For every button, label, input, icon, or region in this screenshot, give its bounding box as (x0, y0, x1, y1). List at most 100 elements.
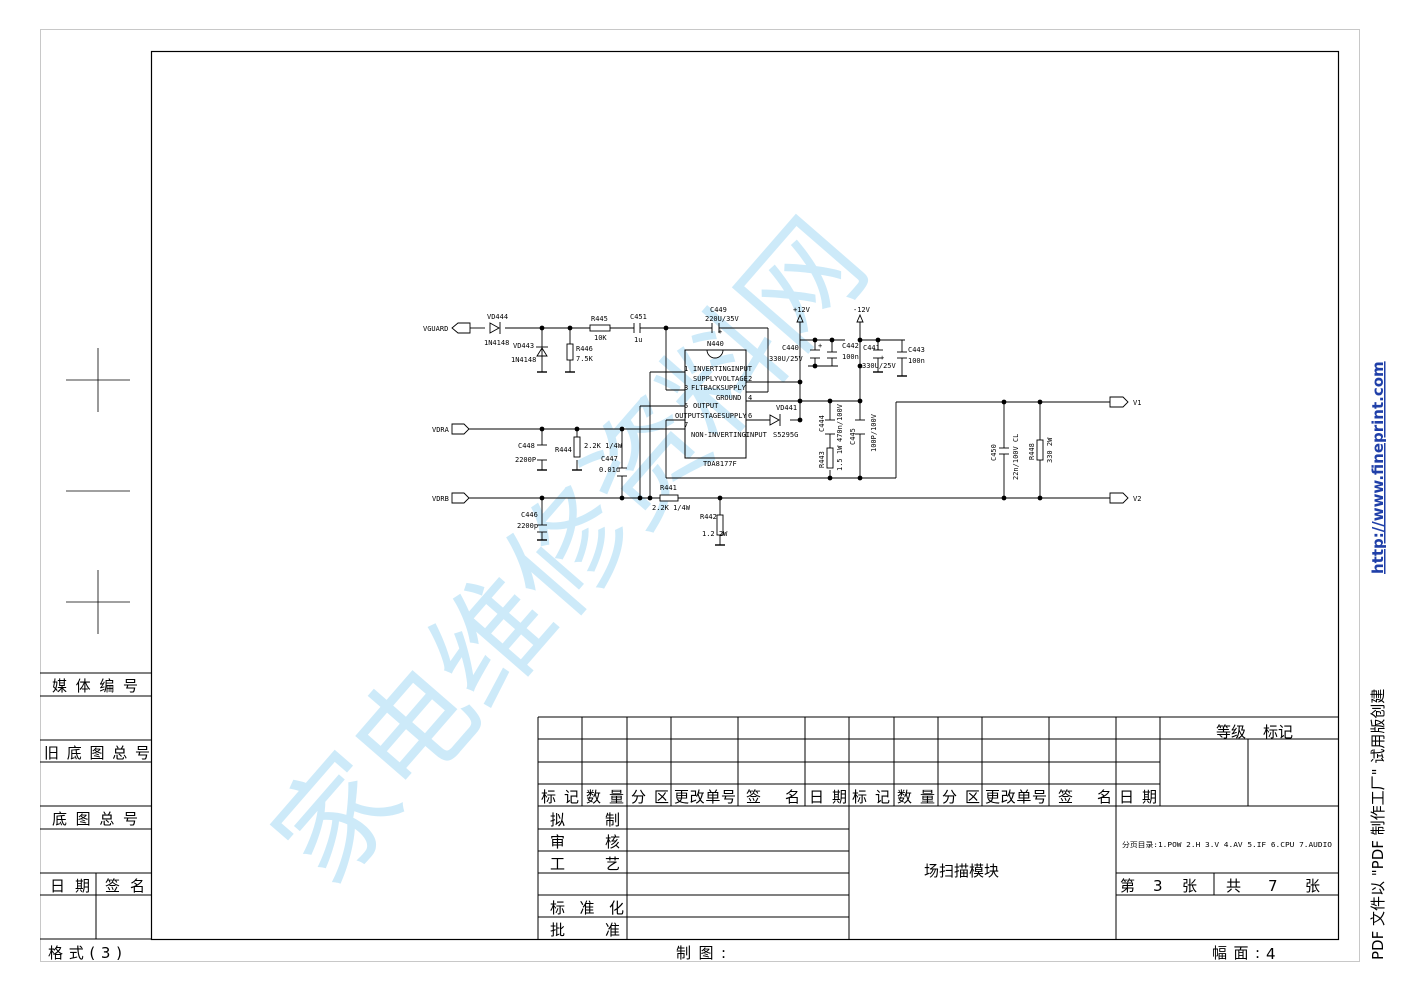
r446-ref: R446 (576, 345, 593, 353)
diode-symbols (489, 322, 781, 426)
c442-ref: C442 (842, 342, 859, 350)
port-v2: V2 (1133, 495, 1141, 503)
r443-value: 1.5 1W (836, 445, 844, 471)
ic-pin6-num: 6 (748, 412, 752, 420)
vd444-ref: VD444 (487, 313, 508, 321)
svg-text:+: + (818, 342, 822, 350)
media-number-label: 媒体编号 (52, 677, 138, 695)
sign-label: 签名 (105, 877, 145, 895)
registration-marks (66, 348, 130, 634)
ic-pin5-num: 5 (684, 402, 688, 410)
ic-pin7-num: 7 (684, 421, 688, 429)
c449-ref: C449 (710, 306, 727, 314)
fineprint-link[interactable]: http://www.fineprint.com (1369, 361, 1387, 574)
rev-header-zone-2: 分区 (942, 788, 980, 806)
c443-value: 100n (908, 357, 925, 365)
sheet-unit: 张 (1182, 877, 1197, 895)
vd441-ref: VD441 (776, 404, 797, 412)
rotated-labels: C444 470n/100V R443 1.5 1W C445 100P/100… (818, 403, 1054, 480)
drawing-label: 制图: (676, 944, 726, 962)
sheet-size-value: 4 (1266, 945, 1276, 963)
c447-value: 0.01u (599, 466, 620, 474)
c451-value: 1u (634, 336, 642, 344)
ic-pin4-num: 4 (748, 394, 752, 402)
rev-header-qty: 数量 (586, 788, 624, 806)
ic-pin1-num: 1 (684, 365, 688, 373)
ic-pin3-name: FLTBACKSUPPLY (691, 384, 747, 392)
role-approver: 批准 (550, 921, 620, 939)
ic-pin3-num: 3 (684, 384, 688, 392)
rev-header-mark: 标记 (541, 788, 579, 806)
r445-value: 10K (594, 334, 607, 342)
junction-dots (539, 325, 1043, 501)
rev-header-date: 日期 (809, 788, 847, 806)
rev-header-sign-2: 签名 (1058, 788, 1112, 806)
ic-pin5-name: OUTPUT (693, 402, 719, 410)
ic-pin4-name: GROUND (716, 394, 741, 402)
mark-label: 标记 (1263, 723, 1293, 741)
date-label: 日期 (50, 877, 90, 895)
c449-value: 220U/35V (705, 315, 740, 323)
c444-ref: C444 (818, 415, 826, 432)
r446-value: 7.5K (576, 355, 594, 363)
r448-value: 330 2W (1046, 437, 1054, 463)
c445-ref: C445 (849, 428, 857, 445)
vd441-value: S5295G (773, 431, 798, 439)
svg-text:+: + (718, 328, 722, 336)
ic-notch (706, 349, 724, 359)
port-symbols (451, 322, 1129, 504)
rev-header-qty-2: 数量 (897, 788, 935, 806)
total-prefix: 共 (1226, 877, 1241, 895)
ic-pin1-name: INVERTINGINPUT (693, 365, 753, 373)
rev-header-sign: 签名 (746, 788, 800, 806)
role-reviewer: 审核 (550, 833, 620, 851)
sheet-number: 3 (1153, 877, 1163, 895)
rev-header-zone: 分区 (631, 788, 669, 806)
page-index: 分页目录:1.POW 2.H 3.V 4.AV 5.IF 6.CPU 7.AUD… (1122, 840, 1332, 849)
drawing-title: 场扫描模块 (924, 862, 999, 880)
role-process: 工艺 (550, 855, 620, 873)
total-unit: 张 (1305, 877, 1320, 895)
r448-ref: R448 (1028, 443, 1036, 460)
c440-ref: C440 (782, 344, 799, 352)
resistor-symbols (566, 324, 1044, 536)
port-vguard: VGUARD (423, 325, 448, 333)
capacitor-symbols (537, 323, 1009, 533)
c441-value: 330U/25V (862, 362, 897, 370)
c445-value: 100P/100V (870, 413, 878, 452)
port-vdrb: VDRB (432, 495, 449, 503)
ic-body (684, 349, 747, 459)
outer-border (40, 29, 1360, 962)
title-block (537, 716, 1338, 939)
c450-ref: C450 (990, 444, 998, 461)
c448-value: 2200P (515, 456, 536, 464)
ic-pin2-num: 2 (748, 375, 752, 383)
role-standard: 标准化 (550, 899, 624, 917)
c441-ref: C441 (863, 344, 880, 352)
c447-ref: C447 (601, 455, 618, 463)
ic-ref: N440 (707, 340, 724, 348)
polarity-marks: + + + (718, 328, 884, 362)
rail-neg: -12V (853, 306, 871, 314)
ic-part: TDA8177F (703, 460, 737, 468)
ground-symbols (537, 371, 907, 546)
svg-text:+: + (880, 354, 884, 362)
rev-header-change-2: 更改单号 (985, 788, 1047, 806)
port-vdra: VDRA (432, 426, 450, 434)
c444-value: 470n/100V (836, 403, 844, 442)
r441-ref: R441 (660, 484, 677, 492)
revision-headers-right: 标记 数量 分区 更改单号 签名 日期 (852, 788, 1157, 806)
total-number: 7 (1268, 877, 1278, 895)
rev-header-mark-2: 标记 (852, 788, 890, 806)
ic-pin2-name: SUPPLYVOLTAGE (693, 375, 748, 383)
vd444-value: 1N4148 (484, 339, 509, 347)
c446-ref: C446 (521, 511, 538, 519)
side-table (40, 672, 151, 940)
port-v1: V1 (1133, 399, 1141, 407)
power-symbols (796, 313, 864, 323)
c443-ref: C443 (908, 346, 925, 354)
c448-ref: C448 (518, 442, 535, 450)
base-total-label: 底图总号 (52, 810, 138, 828)
vd443-value: 1N4148 (511, 356, 536, 364)
